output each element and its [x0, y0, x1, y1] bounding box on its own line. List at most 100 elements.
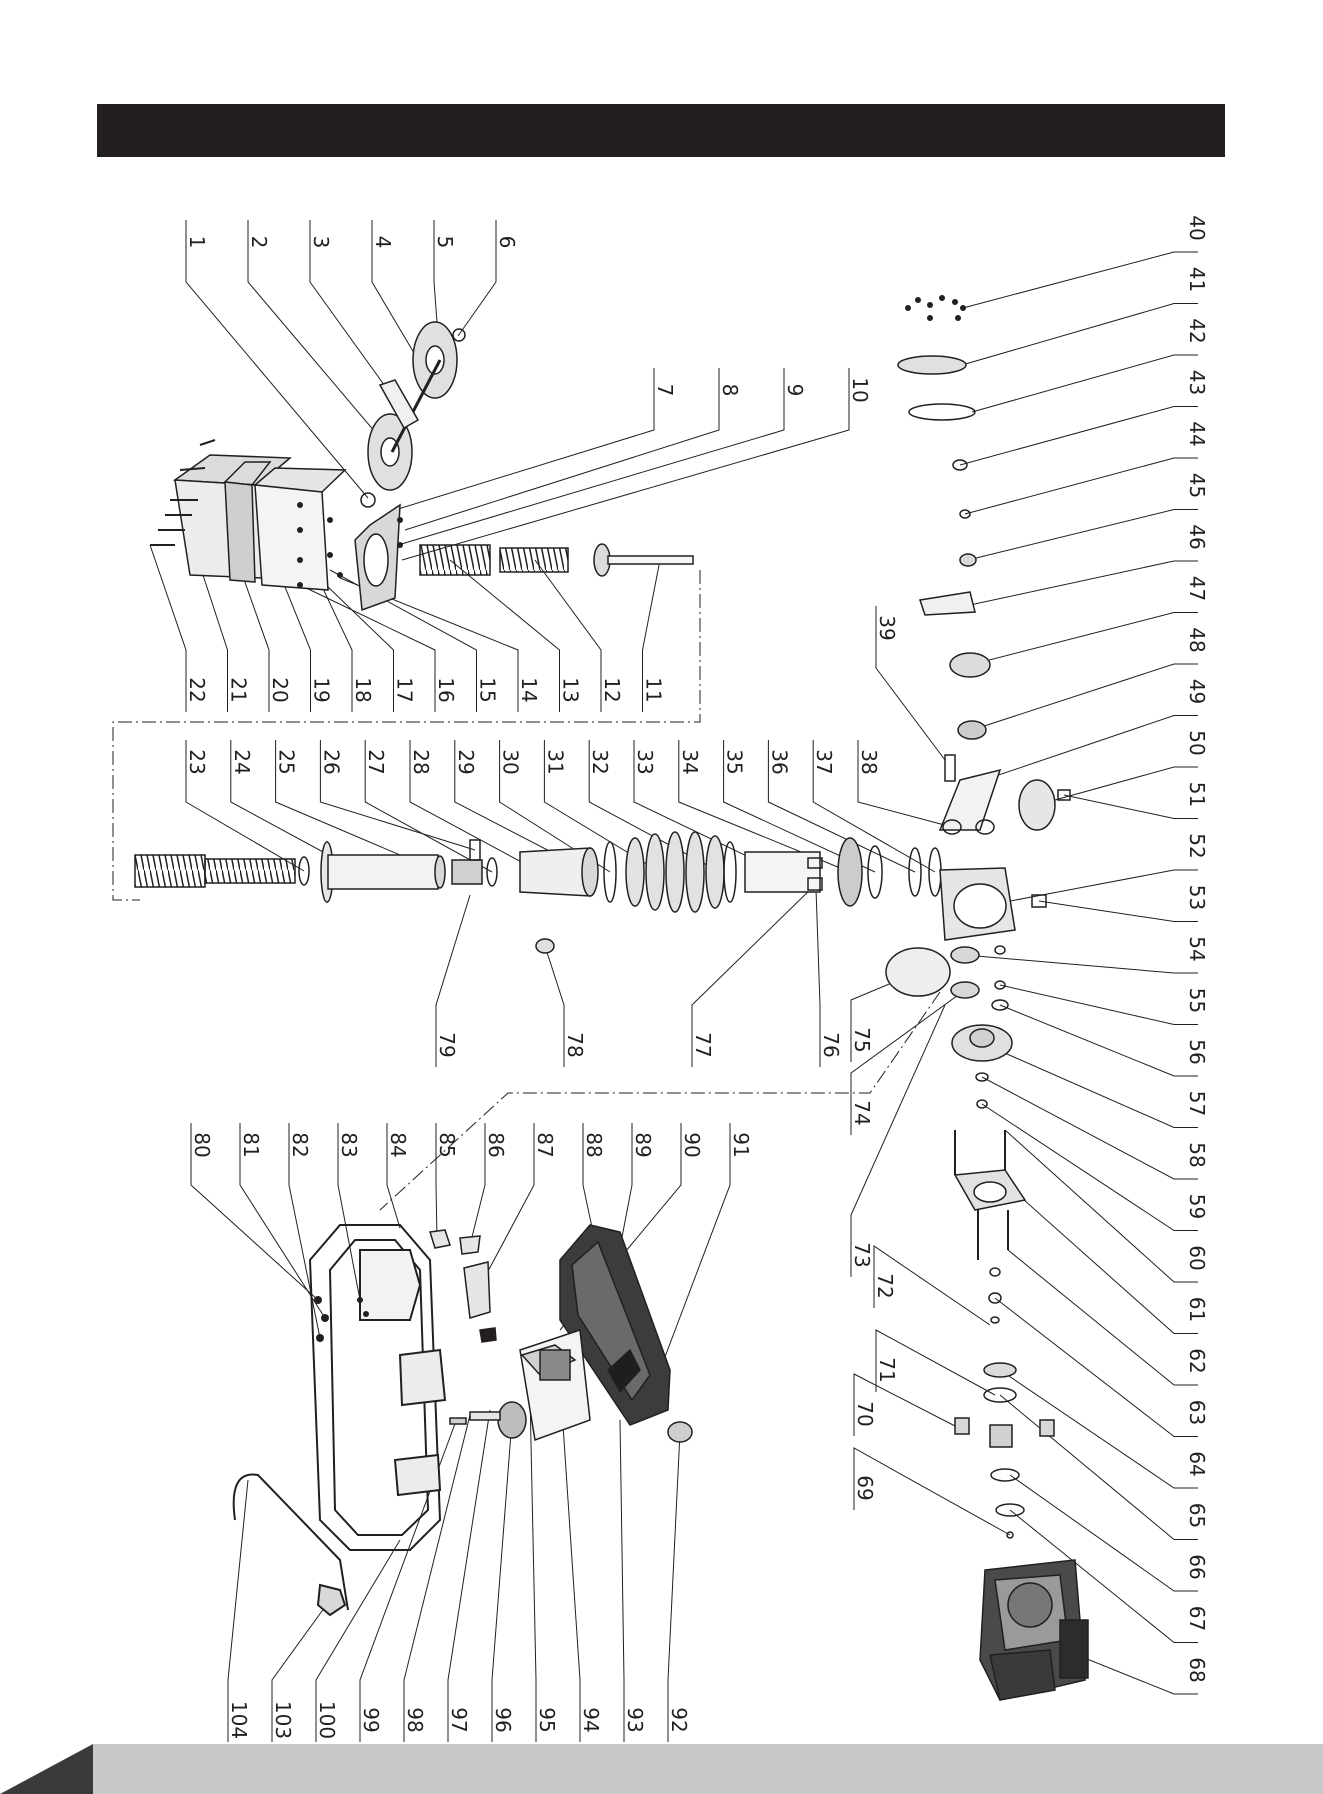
leader-57: [982, 1043, 1198, 1128]
callout-frame-top-87: 87: [533, 1132, 557, 1157]
leader-53: [1039, 901, 1198, 922]
callout-right-54: 54: [1185, 936, 1209, 961]
callout-leg-34: 34: [678, 749, 702, 774]
callout-frame-low-95: 95: [535, 1707, 559, 1732]
throttle-cable: [234, 1475, 348, 1615]
leg-bellows-assembly: [135, 832, 941, 953]
callout-mid-39: 39: [875, 615, 899, 640]
leader-91: [660, 1123, 730, 1370]
leader-78: [545, 946, 564, 1067]
callout-right-low-72: 72: [873, 1273, 897, 1298]
callout-frame-top-85: 85: [435, 1132, 459, 1157]
callout-right-47: 47: [1185, 576, 1209, 601]
callout-tamper-17: 17: [393, 677, 417, 702]
callout-tamper-20: 20: [268, 677, 292, 702]
callout-top-mid-10: 10: [848, 377, 872, 402]
callout-leg-lower-78: 78: [563, 1032, 587, 1057]
leader-42: [972, 355, 1198, 412]
footer-band: [93, 1744, 1323, 1794]
callout-right-53: 53: [1185, 885, 1209, 910]
callout-tamper-13: 13: [559, 677, 583, 702]
leader-96: [492, 1420, 512, 1742]
leader-54: [965, 955, 1198, 973]
callout-tamper-18: 18: [351, 677, 375, 702]
leader-56: [1000, 1005, 1198, 1076]
callout-leg-32: 32: [588, 749, 612, 774]
callout-frame-top-81: 81: [239, 1132, 263, 1157]
callout-frame-low-98: 98: [403, 1707, 427, 1732]
callout-right-46: 46: [1185, 524, 1209, 549]
callout-frame-top-80: 80: [190, 1132, 214, 1157]
callout-top-mid-7: 7: [653, 384, 677, 397]
leader-61: [1015, 1192, 1198, 1334]
callout-leg-35: 35: [723, 749, 747, 774]
leader-52: [984, 870, 1198, 906]
callout-labels: 1234567891022212019181716151413121123242…: [185, 215, 1209, 1739]
callout-right-low-69: 69: [853, 1475, 877, 1500]
leader-22: [150, 545, 186, 712]
callout-tamper-15: 15: [476, 677, 500, 702]
callout-leg-28: 28: [409, 749, 433, 774]
callout-frame-low-100: 100: [315, 1701, 339, 1739]
leader-59: [982, 1104, 1198, 1231]
callout-right-68: 68: [1185, 1657, 1209, 1682]
callout-leg-30: 30: [499, 749, 523, 774]
callout-right-62: 62: [1185, 1348, 1209, 1373]
callout-right-low-73: 73: [850, 1242, 874, 1267]
callout-right-43: 43: [1185, 370, 1209, 395]
leader-48: [972, 664, 1198, 730]
callout-top-left-3: 3: [309, 236, 333, 249]
callout-right-60: 60: [1185, 1245, 1209, 1270]
leader-49: [978, 716, 1198, 783]
callout-right-49: 49: [1185, 679, 1209, 704]
callout-right-low-74: 74: [850, 1100, 874, 1125]
leader-92: [668, 1432, 680, 1742]
leader-46: [970, 561, 1198, 605]
callout-leg-33: 33: [633, 749, 657, 774]
callout-frame-low-93: 93: [623, 1707, 647, 1732]
callout-frame-top-86: 86: [484, 1132, 508, 1157]
callout-leaders: [150, 220, 1198, 1742]
engine: [980, 1560, 1088, 1700]
callout-frame-low-92: 92: [667, 1707, 691, 1732]
callout-leg-37: 37: [812, 749, 836, 774]
callout-frame-low-97: 97: [447, 1707, 471, 1732]
leader-44: [965, 458, 1198, 514]
callout-right-45: 45: [1185, 473, 1209, 498]
callout-right-57: 57: [1185, 1091, 1209, 1116]
callout-right-59: 59: [1185, 1194, 1209, 1219]
gearbox-assembly: [886, 295, 1070, 1538]
callout-right-low-75: 75: [850, 1027, 874, 1052]
callout-right-51: 51: [1185, 782, 1209, 807]
leader-64: [1000, 1370, 1198, 1488]
callout-tamper-19: 19: [310, 677, 334, 702]
callout-tamper-22: 22: [185, 677, 209, 702]
callout-tamper-16: 16: [434, 677, 458, 702]
callout-leg-27: 27: [364, 749, 388, 774]
callout-frame-top-91: 91: [729, 1132, 753, 1157]
callout-tamper-14: 14: [517, 677, 541, 702]
callout-frame-top-83: 83: [337, 1132, 361, 1157]
leader-51: [1064, 795, 1198, 819]
callout-frame-top-82: 82: [288, 1132, 312, 1157]
callout-right-55: 55: [1185, 988, 1209, 1013]
leader-55: [1000, 985, 1198, 1025]
callout-top-left-2: 2: [247, 236, 271, 249]
callout-leg-29: 29: [454, 749, 478, 774]
leader-94: [560, 1380, 580, 1742]
footer-tab: [0, 1744, 93, 1794]
callout-tamper-11: 11: [642, 677, 666, 702]
callout-top-mid-9: 9: [783, 384, 807, 397]
callout-leg-lower-79: 79: [435, 1032, 459, 1057]
callout-leg-lower-76: 76: [819, 1032, 843, 1057]
callout-right-67: 67: [1185, 1606, 1209, 1631]
callout-frame-top-88: 88: [582, 1132, 606, 1157]
callout-right-61: 61: [1185, 1297, 1209, 1322]
callout-frame-low-94: 94: [579, 1707, 603, 1732]
callout-right-low-70: 70: [853, 1401, 877, 1426]
frame-assembly: [310, 1225, 445, 1550]
callout-leg-24: 24: [230, 749, 254, 774]
leader-45: [968, 510, 1198, 561]
wheel-kit: [361, 322, 465, 507]
